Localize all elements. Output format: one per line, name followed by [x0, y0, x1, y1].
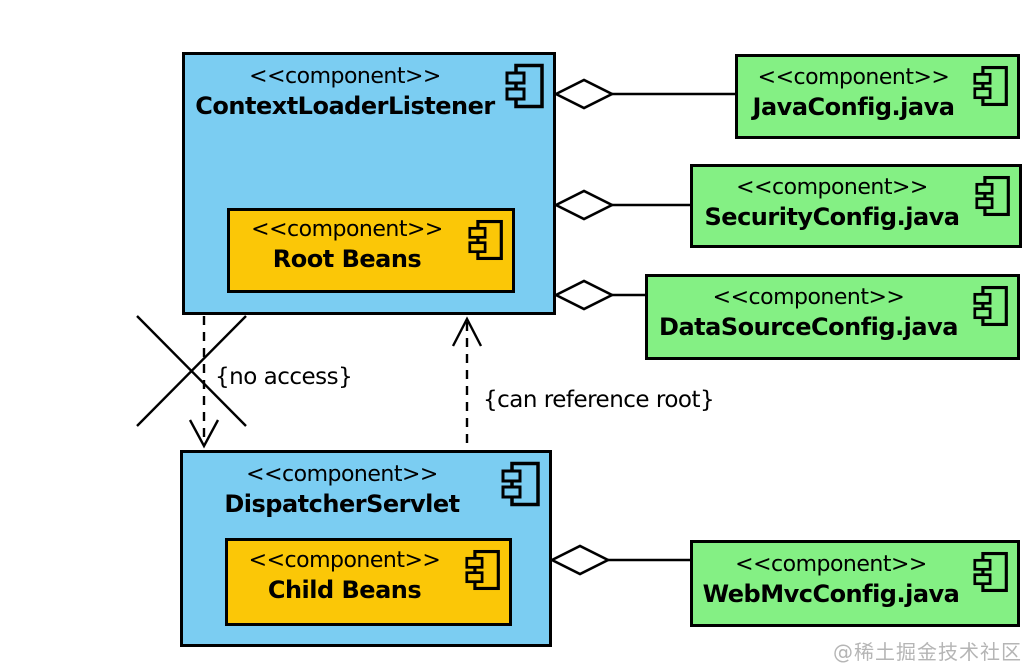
aggregation-diamond [553, 78, 615, 110]
component-datasource-config: <<component>> DataSourceConfig.java [645, 274, 1020, 360]
down-arrowhead [188, 419, 220, 449]
component-root-beans: <<component>> Root Beans [227, 208, 515, 293]
no-access-label: {no access} [215, 364, 353, 390]
up-arrowhead [451, 316, 483, 347]
component-icon [465, 549, 500, 591]
component-name: DispatcherServlet [224, 490, 460, 518]
component-icon [501, 461, 540, 507]
component-icon [468, 219, 503, 261]
stereotype-label: <<component>> [757, 65, 950, 90]
component-dispatcher-servlet: <<component>> DispatcherServlet <<compon… [180, 450, 552, 647]
component-icon [973, 285, 1008, 327]
aggregation-diamond [549, 544, 611, 576]
aggregation-diamond [553, 189, 615, 221]
component-context-loader-listener: <<component>> ContextLoaderListener <<co… [182, 52, 556, 315]
component-name: JavaConfig.java [752, 93, 955, 121]
stereotype-label: <<component>> [712, 285, 905, 310]
stereotype-label: <<component>> [249, 64, 441, 89]
stereotype-label: <<component>> [735, 552, 927, 577]
component-name: WebMvcConfig.java [702, 580, 960, 608]
component-icon [973, 551, 1008, 593]
component-java-config: <<component>> JavaConfig.java [735, 54, 1020, 139]
component-name: SecurityConfig.java [704, 203, 960, 231]
component-name: Child Beans [267, 576, 422, 604]
component-child-beans: <<component>> Child Beans [225, 538, 512, 626]
component-security-config: <<component>> SecurityConfig.java [690, 164, 1022, 248]
can-reference-root-label: {can reference root} [483, 387, 715, 413]
stereotype-label: <<component>> [246, 462, 438, 487]
stereotype-label: <<component>> [248, 548, 441, 573]
component-name: Root Beans [272, 245, 422, 273]
component-icon [973, 65, 1008, 107]
watermark: @稀土掘金技术社区 [833, 640, 1022, 664]
component-webmvc-config: <<component>> WebMvcConfig.java [690, 540, 1020, 627]
component-icon [505, 63, 544, 109]
aggregation-diamond [553, 279, 615, 311]
component-name: DataSourceConfig.java [659, 313, 958, 341]
stereotype-label: <<component>> [251, 217, 443, 242]
stereotype-label: <<component>> [736, 175, 928, 200]
component-icon [975, 175, 1010, 217]
component-name: ContextLoaderListener [195, 92, 495, 120]
